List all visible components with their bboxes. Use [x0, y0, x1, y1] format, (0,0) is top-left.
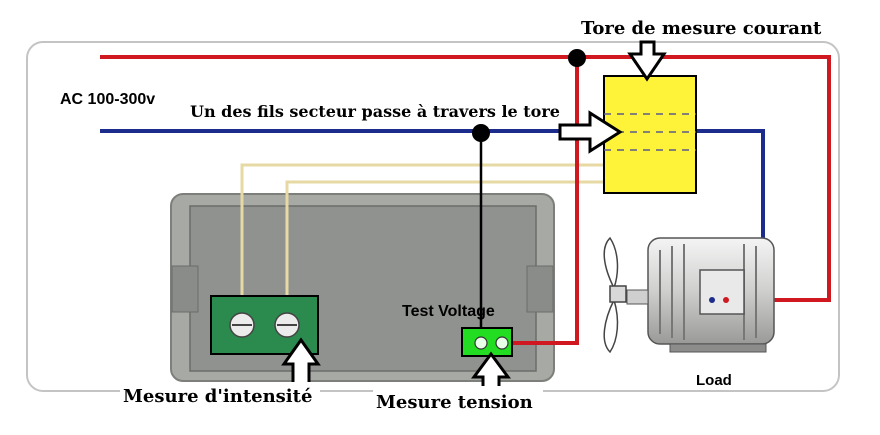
load-label: Load — [696, 372, 732, 389]
supply-label: AC 100-300v — [60, 91, 155, 108]
current-measure-label: Mesure d'intensité — [123, 386, 312, 407]
arrow-right-icon — [558, 110, 623, 154]
current-sensor-label: Tore de mesure courant — [581, 18, 822, 39]
live-junction — [568, 49, 586, 67]
voltage-measure-label: Mesure tension — [376, 392, 533, 413]
motor-icon — [626, 237, 775, 353]
live-wire — [100, 55, 831, 345]
wire-through-label: Un des fils secteur passe à travers le t… — [190, 102, 560, 121]
voltage-terminal — [461, 327, 513, 357]
test-voltage-label: Test Voltage — [402, 303, 495, 320]
fan-icon — [603, 236, 627, 354]
sensor-wires — [240, 163, 605, 297]
arrow-down-icon — [627, 40, 667, 82]
